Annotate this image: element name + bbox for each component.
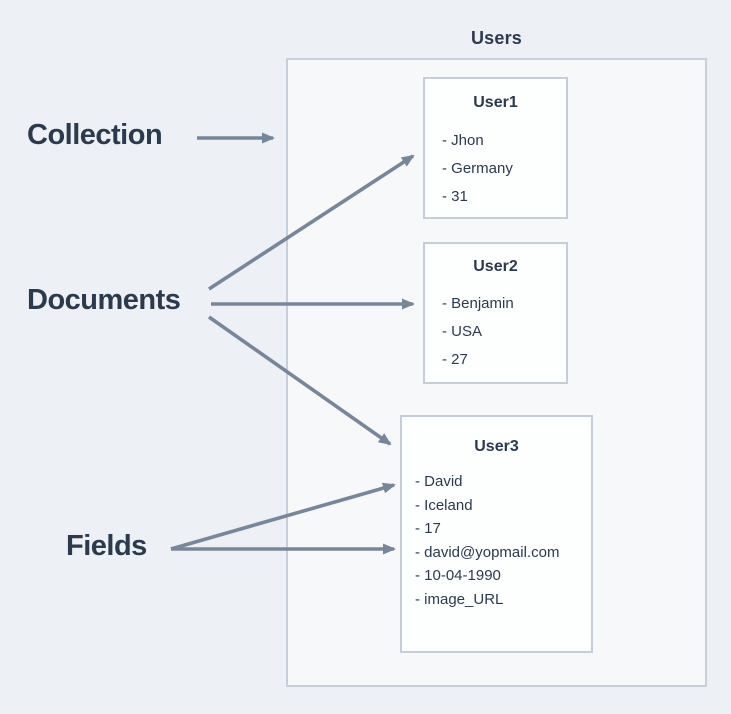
- field-name: - David: [415, 473, 463, 490]
- fields-label: Fields: [66, 530, 147, 562]
- field-country: - Iceland: [415, 496, 473, 514]
- field-list: - David - Iceland - 17 - david@yopmail.c…: [402, 470, 591, 611]
- field-birthdate: - 10-04-1990: [415, 567, 501, 584]
- document-card-user2: User2 - Benjamin - USA - 27: [423, 242, 568, 384]
- field-age: - 17: [415, 520, 441, 537]
- field-name: - Benjamin: [442, 295, 514, 312]
- field-email: - david@yopmail.com: [415, 543, 560, 561]
- field-list: - Jhon - Germany - 31: [425, 127, 566, 211]
- field-age: - 27: [442, 351, 468, 368]
- field-country: - Germany: [442, 160, 513, 177]
- documents-label: Documents: [27, 284, 181, 316]
- field-image-url: - image_URL: [415, 590, 504, 608]
- field-country: - USA: [442, 323, 483, 340]
- document-card-user1: User1 - Jhon - Germany - 31: [423, 77, 568, 219]
- field-name: - Jhon: [442, 132, 484, 149]
- field-list: - Benjamin - USA - 27: [425, 290, 566, 374]
- collection-title: Users: [470, 28, 523, 48]
- collection-label: Collection: [27, 119, 163, 151]
- document-title: User2: [473, 258, 518, 275]
- field-age: - 31: [442, 188, 468, 205]
- document-title: User3: [474, 438, 519, 455]
- document-card-user3: User3 - David - Iceland - 17 - david@yop…: [400, 415, 593, 653]
- document-title: User1: [473, 94, 518, 111]
